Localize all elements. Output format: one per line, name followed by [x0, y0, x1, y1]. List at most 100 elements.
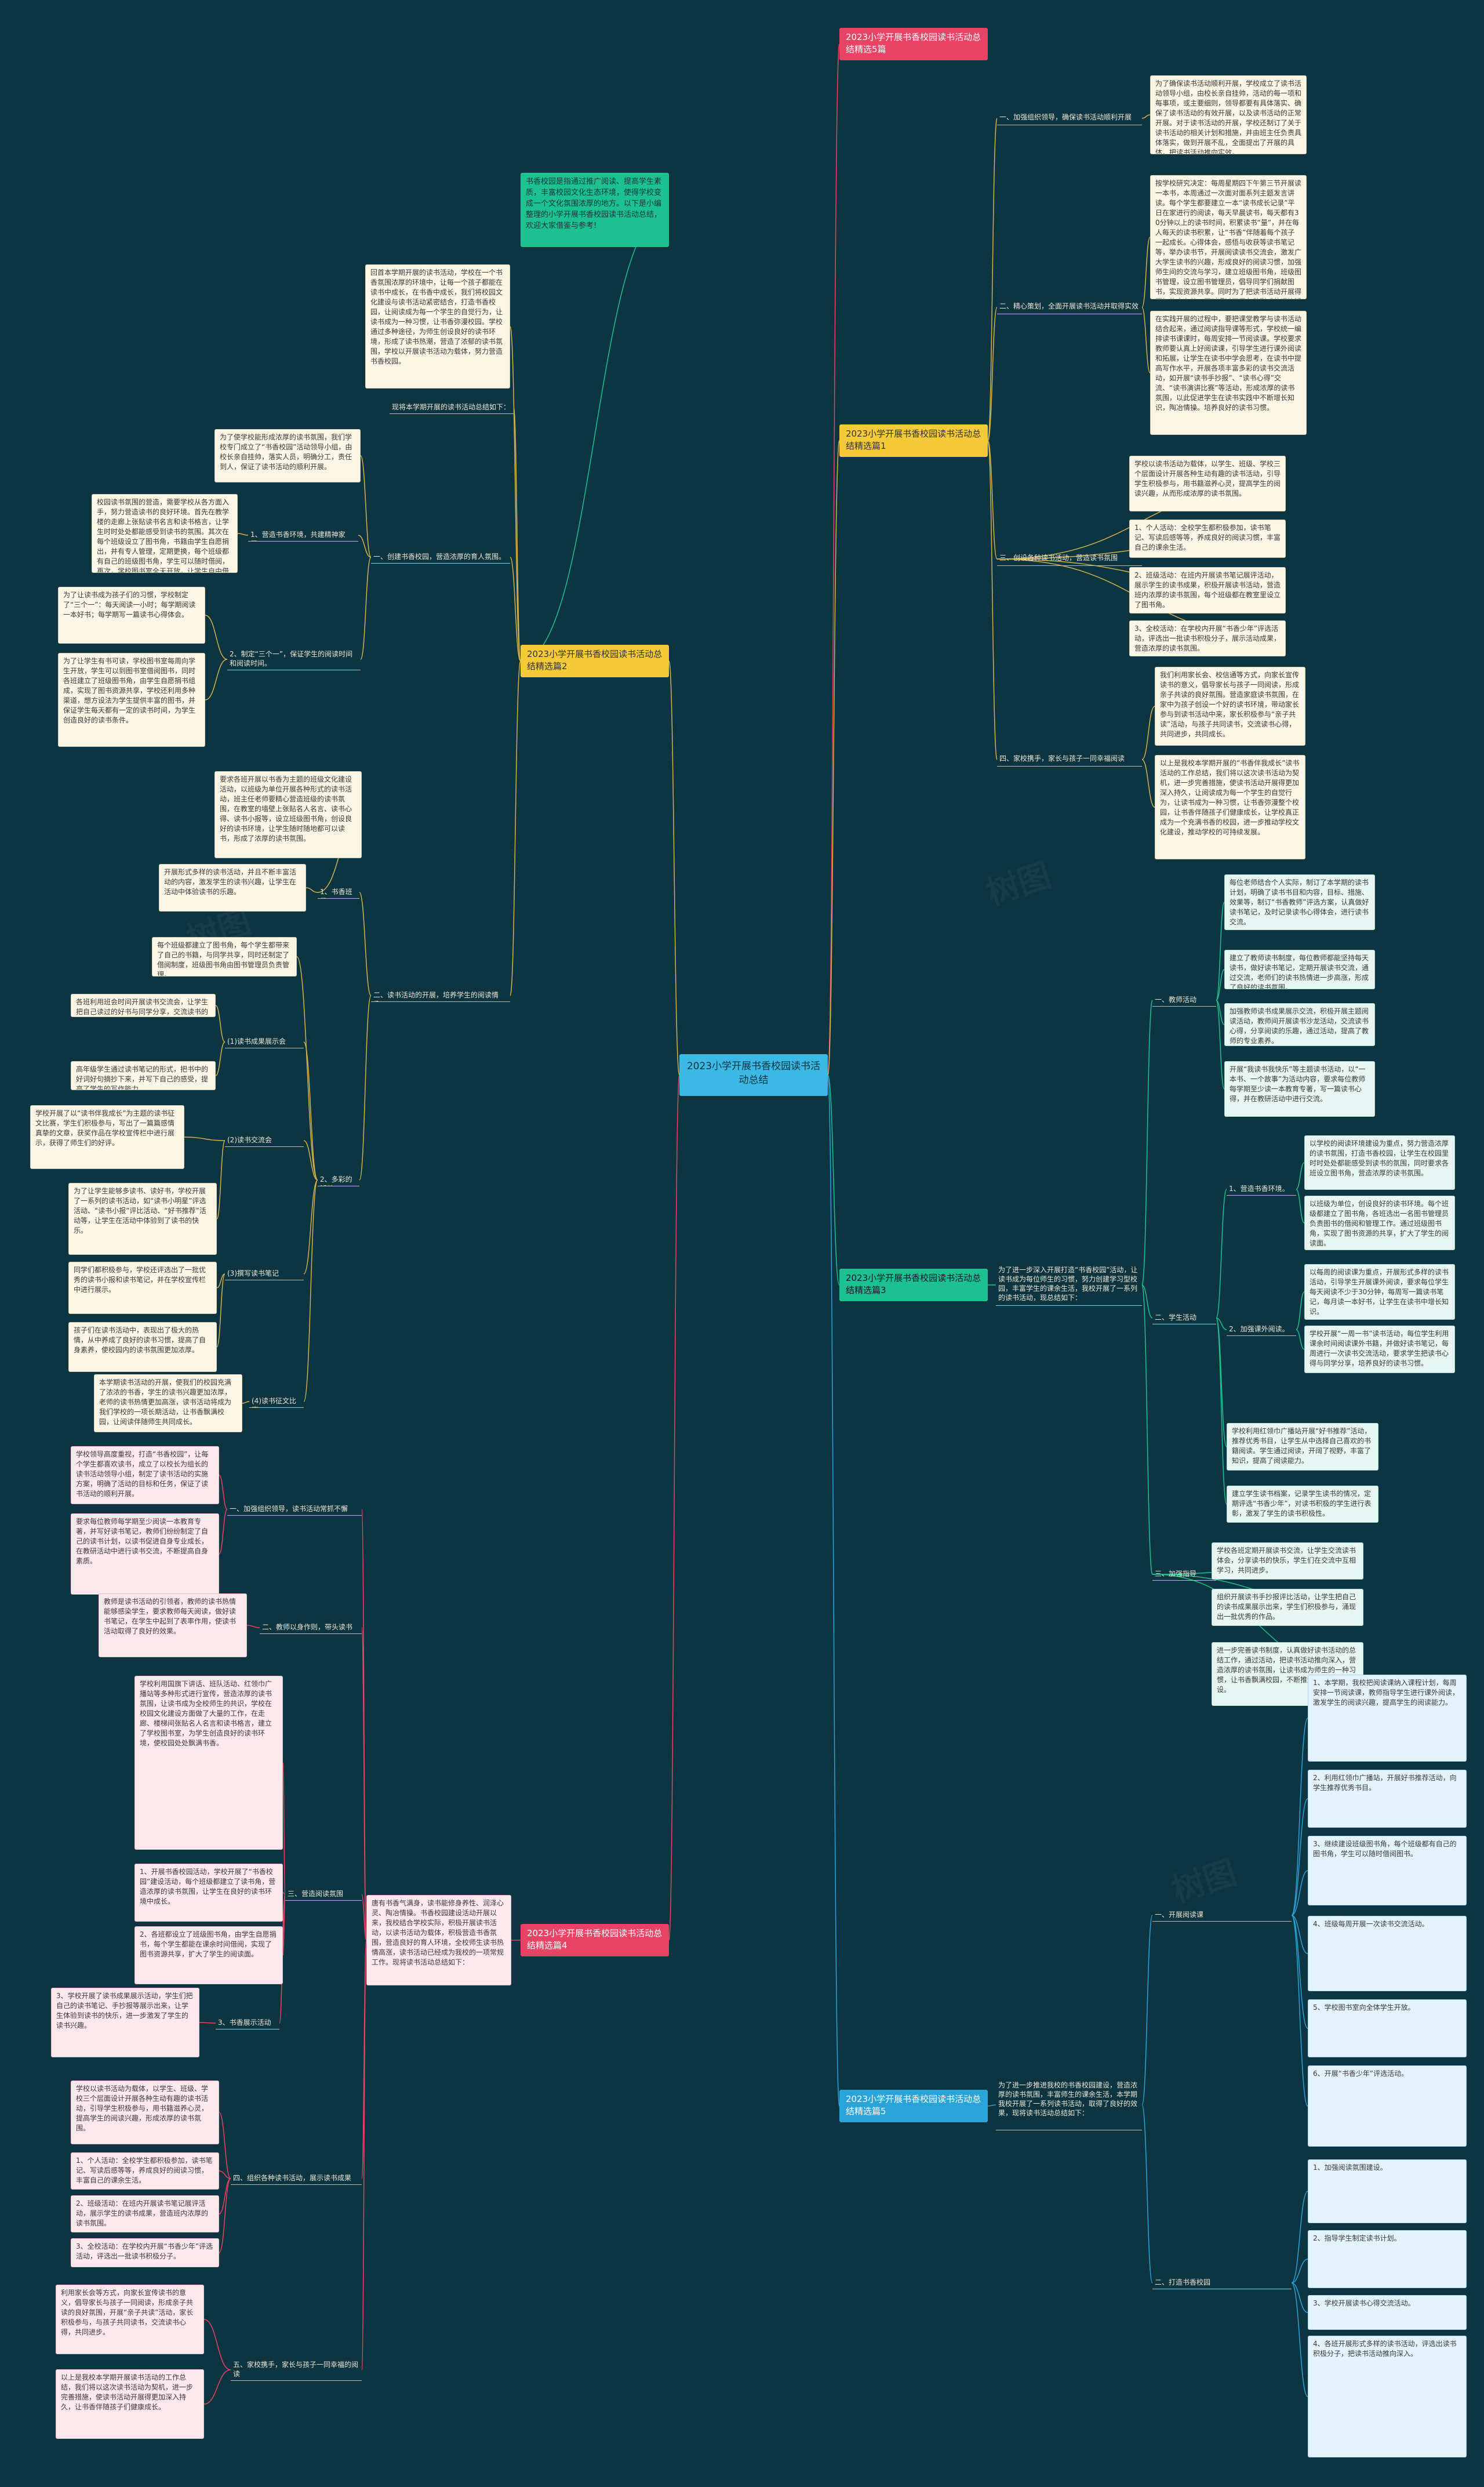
connector-line — [987, 118, 998, 441]
topic-article-2[interactable]: 2023小学开展书香校园读书活动总结精选篇2 — [521, 645, 669, 677]
article1-text: 以上是我校本学期开展的“书香伴我成长”读书活动的工作总结，我们将以这次读书活动为… — [1155, 755, 1305, 859]
connector-line — [303, 1179, 318, 1275]
connector-line — [360, 455, 372, 558]
article5-section-2[interactable]: 二、打造书香校园 — [1152, 2277, 1292, 2289]
connector-line — [361, 1894, 367, 1941]
article2-section-2[interactable]: 二、读书活动的开展，培养学生的阅读情趣。 — [371, 989, 510, 1002]
connector-line — [668, 660, 680, 1076]
topic-article-5[interactable]: 2023小学开展书香校园读书活动总结精选篇5 — [839, 2090, 988, 2122]
connector-line — [1291, 2282, 1308, 2313]
article3-subsection[interactable]: 2、加强课外阅读。 — [1227, 1323, 1296, 1336]
connector-line — [668, 1074, 680, 1941]
connector-line — [361, 1940, 367, 2370]
topic-article-3[interactable]: 2023小学开展书香校园读书活动总结精选篇3 — [839, 1269, 988, 1301]
connector-line — [203, 2369, 231, 2405]
connector-line — [1141, 1284, 1153, 1575]
article2-subsection[interactable]: 2、多彩的活动 — [318, 1174, 359, 1186]
article2-text: 同学们都积极参与，学校还评选出了一批优秀的读书小报和读书笔记，并在学校宣传栏中进… — [68, 1262, 217, 1314]
connector-line — [1291, 2191, 1308, 2283]
article1-text: 为了确保读书活动顺利开展，学校成立了读书活动领导小组，由校长亲自挂帅，活动的每一… — [1150, 75, 1307, 154]
central-topic[interactable]: 2023小学开展书香校园读书活动总结 — [679, 1054, 828, 1096]
article4-text: 以上是我校本学期开展读书活动的工作总结，我们将以这次读书活动为契机，进一步完善措… — [56, 2369, 204, 2439]
connector-line — [303, 1140, 318, 1181]
article2-text: 要求各班开展以书香为主题的班级文化建设活动，以班级为单位开展各种形式的读书活动，… — [214, 771, 362, 858]
topic-article-4[interactable]: 2023小学开展书香校园读书活动总结精选篇4 — [521, 1924, 669, 1956]
article4-text: 2、各班都设立了班级图书角，由学生自愿捐书，每个学生都能在课余时间借阅，实现了图… — [134, 1926, 283, 1984]
article2-subsection[interactable]: 1、书香班级 — [318, 886, 359, 899]
article3-subsection[interactable]: 1、营造书香环境。 — [1227, 1183, 1296, 1196]
article3-text: 以学校的阅读环境建设为重点，努力营造浓厚的读书氛围，打造书香校园，让学生在校园里… — [1304, 1135, 1455, 1190]
connector-line — [987, 307, 998, 441]
connector-line — [1216, 1317, 1227, 1505]
article4-section-4[interactable]: 四、组织各种读书活动，展示读书成果 — [231, 2172, 362, 2185]
topic-article-1[interactable]: 2023小学开展书香校园读书活动总结精选篇1 — [839, 424, 988, 457]
connector-line — [1291, 1915, 1308, 2107]
article4-section-1[interactable]: 一、加强组织领导，读书活动常抓不懈 — [227, 1503, 362, 1516]
connector-line — [360, 557, 372, 660]
connector-line — [216, 1273, 225, 1288]
connector-line — [219, 1509, 228, 1555]
connector-line — [219, 1475, 228, 1510]
article3-text: 学校利用红领巾广播站开展“好书推荐”活动，推荐优秀书目，让学生从中选择自己喜欢的… — [1227, 1423, 1378, 1471]
article4-section-2[interactable]: 二、教师以身作则，带头读书 — [260, 1621, 362, 1634]
article2-activity[interactable]: (2)读书交流会 — [225, 1134, 304, 1147]
article4-text: 学校领导高度重视，打造“书香校园”，让每个学生都喜欢读书，成立了以校长为组长的读… — [71, 1446, 219, 1504]
connector-line — [1296, 1162, 1305, 1190]
article1-section-3[interactable]: 三、创设各种读书活动，营造读书氛围 — [997, 552, 1142, 566]
connector-line — [361, 1509, 367, 1941]
connector-line — [296, 956, 318, 1181]
article5-text: 3、继续建设班级图书角，每个班级都有自己的图书角，学生可以随时借阅图书。 — [1308, 1836, 1467, 1905]
connector-line — [987, 440, 998, 760]
article2-activity[interactable]: (3)撰写读书笔记 — [225, 1268, 304, 1280]
article3-text: 加强教师读书成果展示交流，积极开展主题阅读活动，教师间开展读书沙龙活动，交流读书… — [1224, 1003, 1375, 1046]
article5-text: 1、加强阅读氛围建设。 — [1308, 2159, 1467, 2223]
article3-text: 开展“我读书我快乐”等主题读书活动，以“一本书、一个故事”为活动内容，要求每位教… — [1224, 1061, 1375, 1117]
connector-line — [1291, 2259, 1308, 2283]
article2-subsection[interactable]: 2、制定“三个一”，保证学生的阅读时间和阅读时间。 — [227, 648, 361, 670]
article3-text: 学校开展“一周一书”读书活动，每位学生利用课余时间阅读课外书籍，并做好读书笔记，… — [1304, 1326, 1455, 1373]
article1-section-1[interactable]: 一、加强组织领导，确保读书活动顺利开展 — [997, 111, 1142, 125]
article2-text: 每个班级都建立了图书角，每个学生都带来了自己的书籍，与同学共享，同时还制定了借阅… — [152, 937, 297, 976]
connector-line — [1141, 2104, 1153, 2283]
article5-text: 2、利用红领巾广播站，开展好书推荐活动，向学生推荐优秀书目。 — [1308, 1770, 1467, 1828]
connector-line — [219, 2178, 231, 2253]
article4-text: 1、个人活动：全校学生都积极参加，读书笔记、写读后感等等，养成良好的阅读习惯，丰… — [71, 2152, 219, 2190]
connector-line — [305, 887, 318, 893]
article5-text: 4、班级每周开展一次读书交流活动。 — [1308, 1916, 1467, 1991]
article3-text: 组织开展读书手抄报评比活动，让学生把自己的读书成果展示出来，学生们积极参与，涌现… — [1212, 1589, 1363, 1626]
topic-overview[interactable]: 2023小学开展书香校园读书活动总结精选5篇 — [839, 28, 988, 60]
article2-subsection[interactable]: 1、营造书香环境，共建精神家园。 — [248, 529, 358, 542]
connector-line — [1216, 1317, 1227, 1330]
article3-text: 建立了教师读书制度，每位教师都能坚持每天读书，做好读书笔记，定期开展读书交流，通… — [1224, 950, 1375, 989]
connector-line — [219, 2178, 231, 2214]
article4-subsection[interactable]: 3、书香展示活动 — [216, 2017, 279, 2029]
article2-text: 学校开展了以“读书伴我成长”为主题的读书征文比赛，学生们积极参与，写出了一篇篇感… — [30, 1105, 184, 1169]
article5-text: 4、各班开展形式多样的读书活动，评选出读书积极分子，把读书活动推向深入。 — [1308, 2336, 1467, 2457]
article2-section-1[interactable]: 一、创建书香校园，营造浓厚的育人氛围。 — [371, 551, 510, 564]
connector-line — [1296, 1189, 1305, 1223]
connector-line — [205, 659, 228, 700]
connector-line — [827, 43, 840, 1076]
article3-text: 以班级为单位，创设良好的读书环境。每个班级都建立了图书角，各班选出一名图书管理员… — [1304, 1196, 1455, 1250]
article5-section-1[interactable]: 一、开展阅读课 — [1152, 1909, 1292, 1922]
connector-line — [1291, 1870, 1308, 1916]
article3-section-2[interactable]: 二、学生活动 — [1152, 1312, 1216, 1324]
article1-text: 按学校研究决定：每周星期四下午第三节开展读一本书，本周通过一次面对面系列主题发言… — [1150, 175, 1307, 299]
article4-section-5[interactable]: 五、家校携手，家长与孩子一同幸福的阅读 — [231, 2359, 362, 2381]
connector-line — [1141, 706, 1155, 760]
connector-line — [827, 440, 840, 1076]
article4-section-3[interactable]: 三、营造阅读氛围 — [285, 1888, 362, 1901]
connector-line — [1296, 1329, 1305, 1350]
article2-activity[interactable]: (4)读书征文比赛 — [249, 1395, 304, 1408]
article2-activity[interactable]: (1)读书成果展示会 — [225, 1036, 304, 1048]
article4-text: 3、全校活动：在学校内开展“书香少年”评选活动，评选出一批读书积极分子。 — [71, 2238, 219, 2267]
article3-section-3[interactable]: 三、加强指导 — [1152, 1568, 1216, 1581]
article3-section-1[interactable]: 一、教师活动 — [1152, 994, 1216, 1007]
article1-section-2[interactable]: 二、精心策划，全面开展读书活动并取得实效 — [997, 300, 1142, 314]
connector-line — [510, 326, 521, 662]
connector-line — [358, 535, 372, 558]
article1-section-4[interactable]: 四、家校携手，家长与孩子一同幸福阅读 — [997, 753, 1142, 767]
connector-line — [1291, 1718, 1308, 1916]
connector-line — [282, 1762, 286, 1895]
connector-line — [1291, 1915, 1308, 2029]
